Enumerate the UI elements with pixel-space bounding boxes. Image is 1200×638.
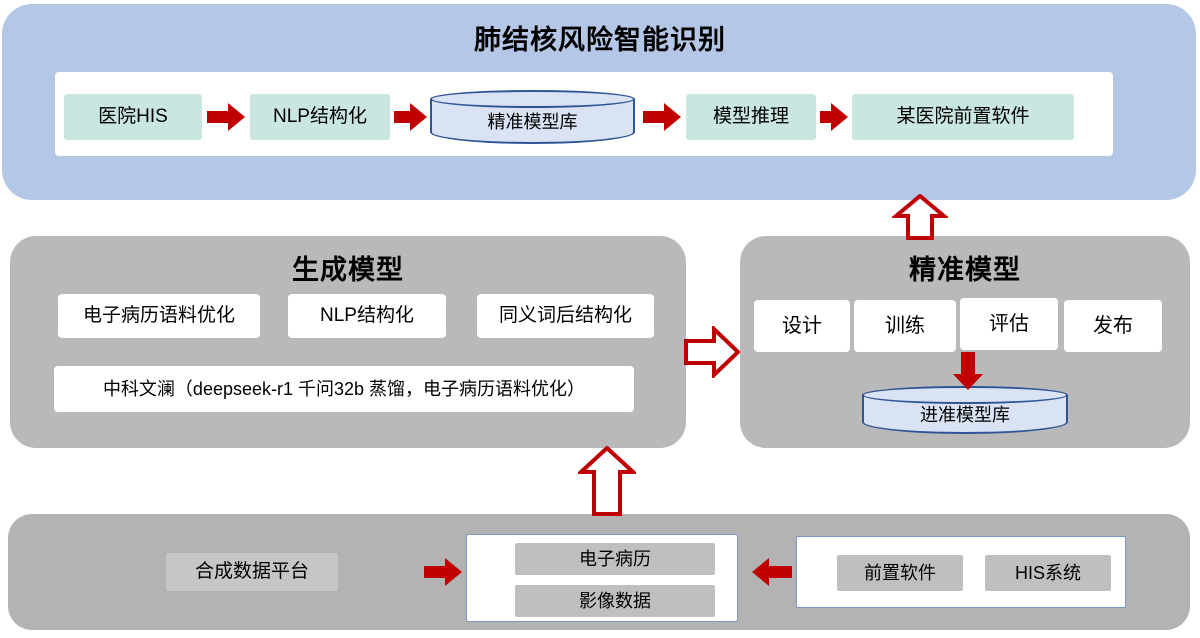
db-label: 精准模型库 <box>487 112 578 132</box>
generate-model-title: 生成模型 <box>292 255 404 285</box>
node-his-system: HIS系统 <box>985 555 1111 591</box>
node-synonym-structuring: 同义词后结构化 <box>477 294 654 338</box>
arrow-right-icon <box>820 103 848 131</box>
node-emr-corpus-optimization: 电子病历语料优化 <box>58 294 260 338</box>
group-hospital-sources: 前置软件 HIS系统 <box>796 536 1126 608</box>
arrow-right-icon <box>424 558 462 586</box>
group-medical-data: 电子病历 影像数据 <box>466 534 738 622</box>
node-synthetic-data-platform: 合成数据平台 <box>166 553 338 591</box>
node-hospital-frontend: 某医院前置软件 <box>852 94 1074 140</box>
arrow-left-icon <box>752 558 792 586</box>
db-precision-model-top: 精准模型库 <box>430 90 635 144</box>
node-imaging-data: 影像数据 <box>515 585 715 617</box>
step-release: 发布 <box>1064 300 1162 352</box>
node-hospital-his: 医院HIS <box>64 94 202 140</box>
block-arrow-up-icon <box>892 194 948 240</box>
block-arrow-up-icon <box>578 446 636 516</box>
node-emr: 电子病历 <box>515 543 715 575</box>
step-train: 训练 <box>854 300 956 352</box>
arrow-down-icon <box>953 352 983 390</box>
node-nlp-structuring-top: NLP结构化 <box>250 94 390 140</box>
arrow-right-icon <box>207 103 245 131</box>
arrow-right-icon <box>394 103 427 131</box>
step-design: 设计 <box>754 300 850 352</box>
section-generate-model <box>10 236 686 448</box>
arrow-right-icon <box>643 103 681 131</box>
risk-recognition-title: 肺结核风险智能识别 <box>474 25 726 55</box>
precision-model-title: 精准模型 <box>909 255 1021 285</box>
node-model-inference: 模型推理 <box>686 94 816 140</box>
node-zhongke-wenlan: 中科文澜（deepseek-r1 千问32b 蒸馏，电子病历语料优化） <box>54 366 634 412</box>
step-evaluate: 评估 <box>960 298 1058 350</box>
block-arrow-right-icon <box>684 326 740 378</box>
db-precision-model: 进准模型库 <box>862 386 1068 434</box>
node-nlp-structuring: NLP结构化 <box>288 294 446 338</box>
db-label: 进准模型库 <box>920 405 1010 425</box>
cylinder-top-ellipse <box>430 90 635 108</box>
node-frontend-software: 前置软件 <box>837 555 963 591</box>
